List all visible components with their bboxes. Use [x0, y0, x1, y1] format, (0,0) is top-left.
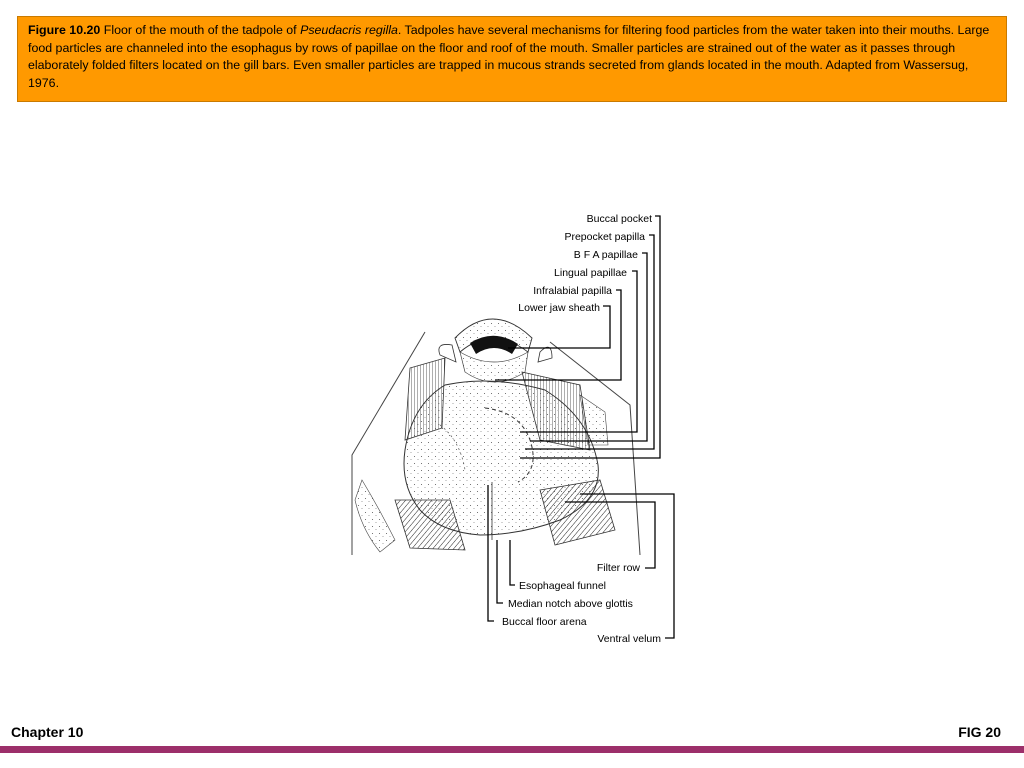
label-filter-row: Filter row [597, 562, 641, 574]
caption-text-after: . Tadpoles have several mechanisms for f… [28, 23, 990, 90]
figure-number: Figure 10.20 [28, 23, 101, 37]
label-infralabial-papilla: Infralabial papilla [533, 285, 612, 297]
label-bfa-papillae: B F A papillae [574, 249, 638, 261]
label-lower-jaw-sheath: Lower jaw sheath [518, 302, 600, 314]
bottom-leader-lines [487, 485, 675, 639]
label-buccal-pocket: Buccal pocket [587, 213, 652, 225]
diagram-illustration: Buccal pocket Prepocket papilla B F A pa… [351, 213, 675, 645]
species-name: Pseudacris regilla [300, 23, 398, 37]
caption-text-before: Floor of the mouth of the tadpole of [100, 23, 301, 37]
figure-caption: Figure 10.20 Floor of the mouth of the t… [17, 16, 1007, 102]
label-ventral-velum: Ventral velum [597, 633, 661, 645]
label-median-notch: Median notch above glottis [508, 598, 633, 610]
gill-filters [354, 479, 616, 553]
label-buccal-floor-arena: Buccal floor arena [502, 616, 587, 628]
figure-label: FIG 20 [958, 724, 1001, 740]
body-outline [351, 331, 641, 556]
top-leader-lines [495, 215, 661, 459]
jaw-region [438, 318, 553, 383]
footer-bar [0, 746, 1024, 753]
tadpole-mouth-diagram: Buccal pocket Prepocket papilla B F A pa… [351, 213, 675, 645]
label-lingual-papillae: Lingual papillae [554, 267, 627, 279]
label-prepocket-papilla: Prepocket papilla [564, 231, 645, 243]
chapter-label: Chapter 10 [11, 724, 84, 740]
label-esophageal-funnel: Esophageal funnel [519, 580, 606, 592]
